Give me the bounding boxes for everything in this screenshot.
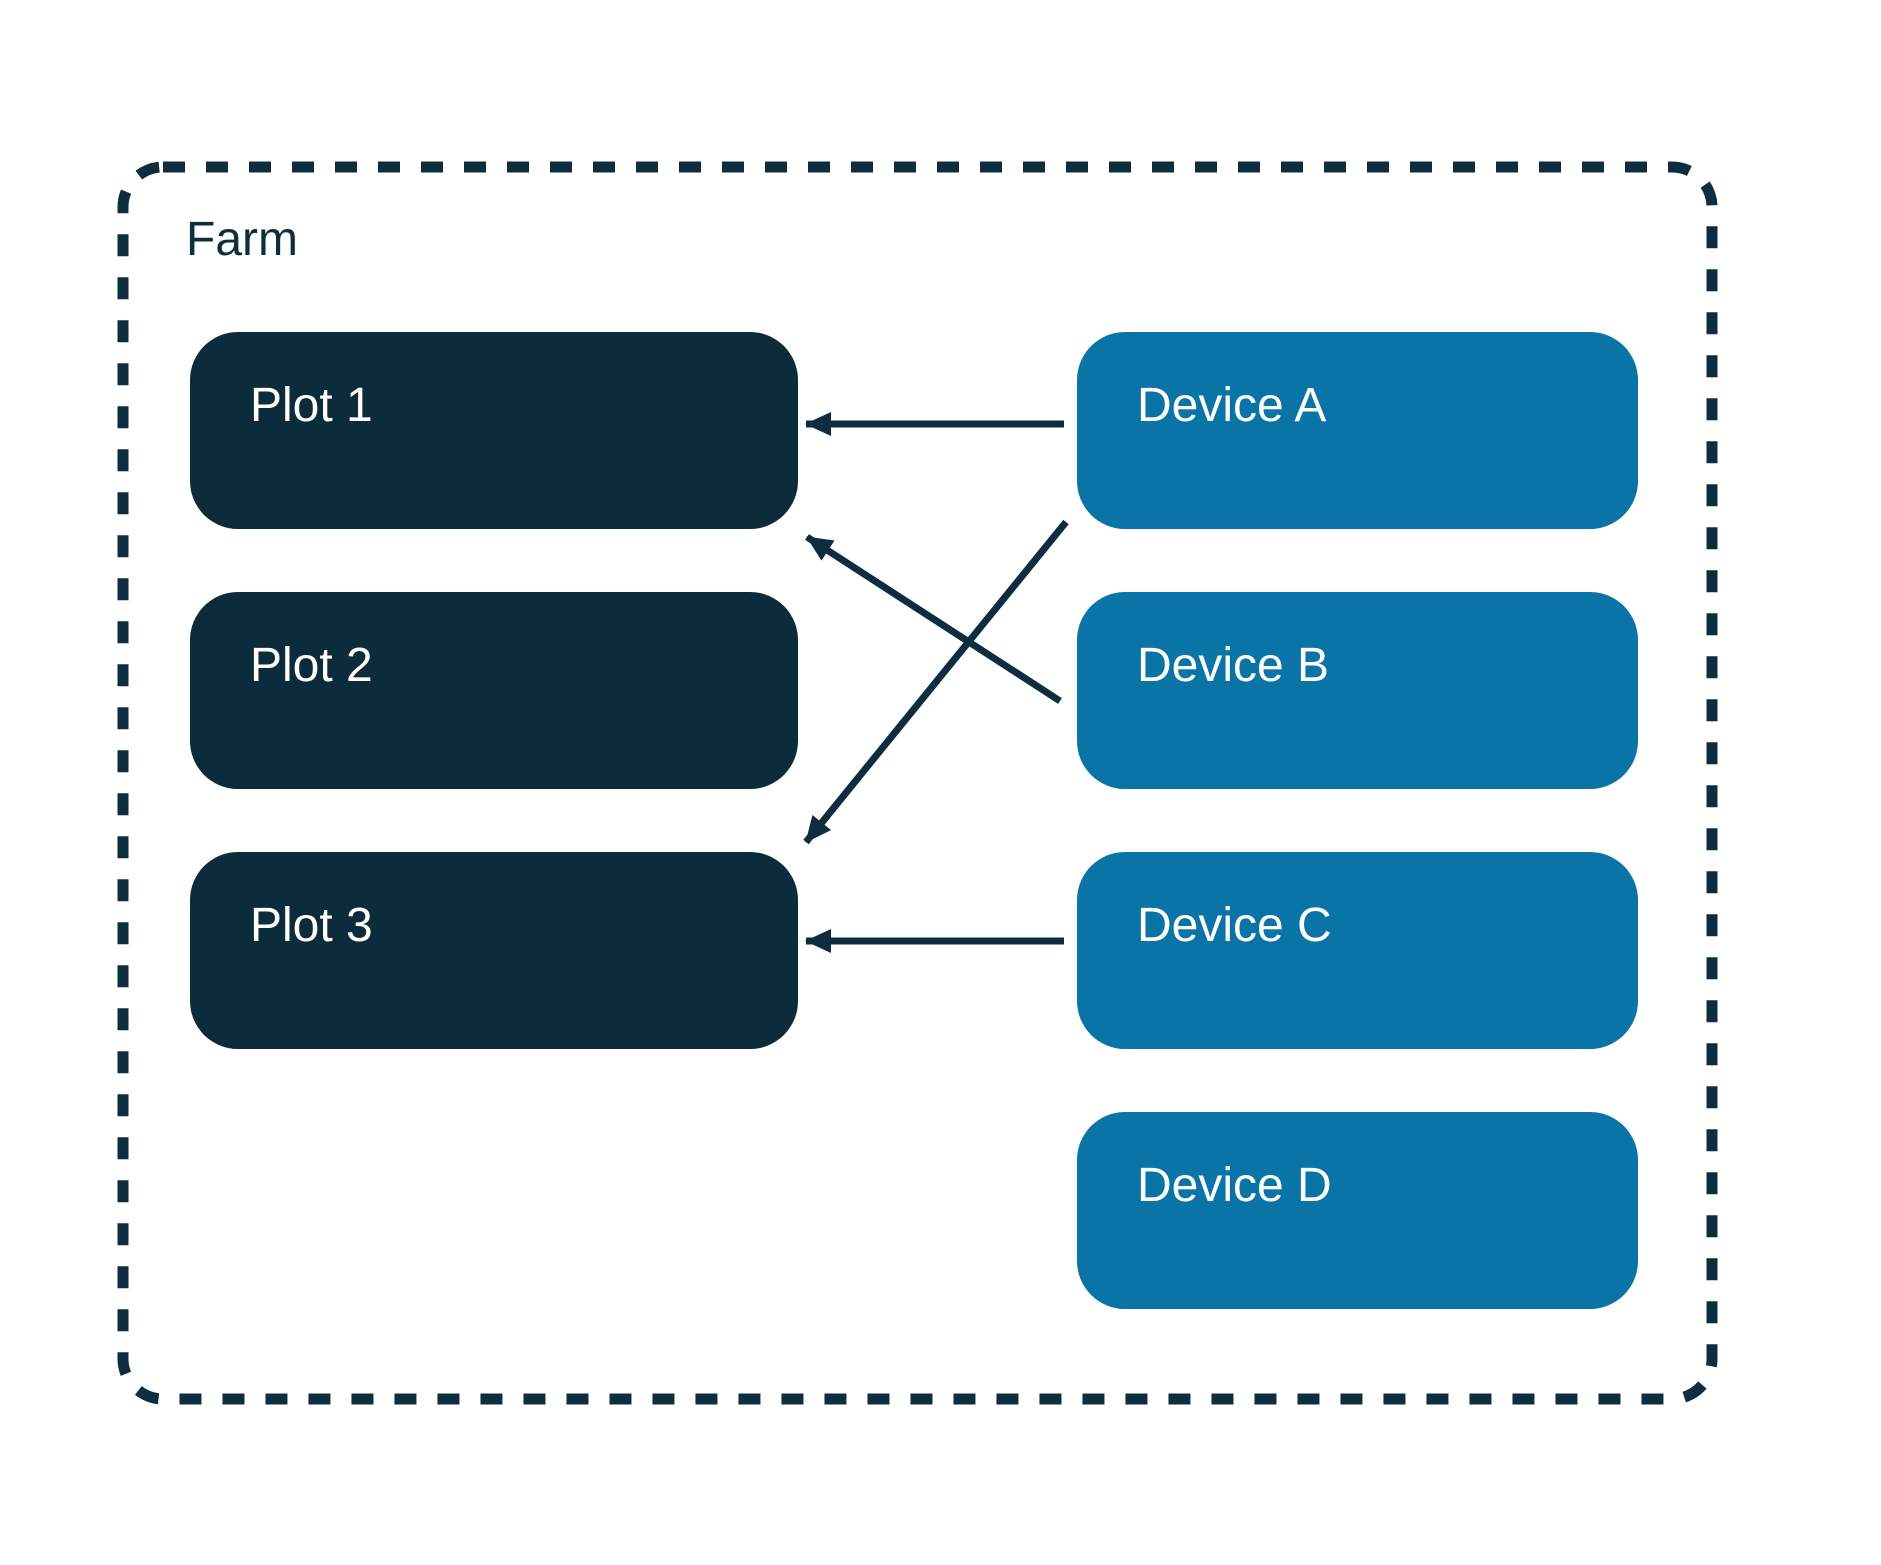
device-c-node: Device C (1077, 852, 1638, 1049)
arrow-device-b-to-plot-1 (805, 534, 1062, 704)
device-c-label: Device C (1137, 899, 1332, 952)
connection-arrows (803, 412, 1069, 953)
plot-1-node: Plot 1 (190, 332, 798, 529)
plot-3-label: Plot 3 (250, 899, 373, 952)
device-a-node: Device A (1077, 332, 1638, 529)
plot-2-node: Plot 2 (190, 592, 798, 789)
device-b-label: Device B (1137, 639, 1330, 692)
plot-2-label: Plot 2 (250, 639, 373, 692)
device-d-node: Device D (1077, 1112, 1638, 1309)
arrow-device-a-to-plot-3 (803, 519, 1069, 845)
farm-boundary (117, 161, 1718, 1405)
plot-3-node: Plot 3 (190, 852, 798, 1049)
device-b-node: Device B (1077, 592, 1638, 789)
device-a-label: Device A (1137, 379, 1327, 432)
plot-1-label: Plot 1 (250, 379, 373, 432)
device-d-label: Device D (1137, 1159, 1332, 1212)
farm-container-label: Farm (186, 213, 298, 266)
